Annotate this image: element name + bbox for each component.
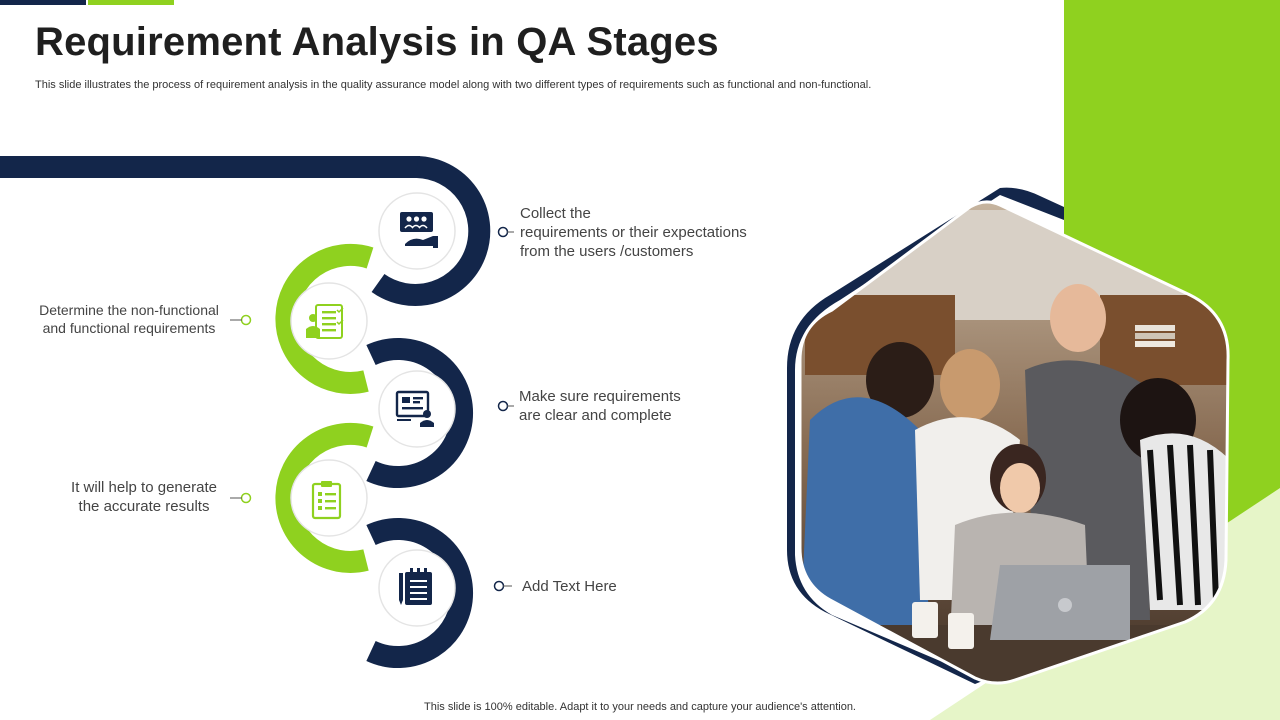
step-1-text: Collect the requirements or their expect… bbox=[520, 204, 747, 261]
slide-title: Requirement Analysis in QA Stages bbox=[35, 20, 719, 64]
slide-footer: This slide is 100% editable. Adapt it to… bbox=[424, 701, 856, 713]
clipboard-list-icon bbox=[311, 481, 342, 520]
users-in-hand-icon bbox=[400, 212, 438, 248]
step-5-connector bbox=[493, 580, 512, 592]
step-2-connector bbox=[230, 314, 252, 326]
step-3-line-1: Make sure requirements bbox=[519, 388, 681, 405]
notepad-pencil-icon bbox=[399, 568, 432, 605]
hexagon-white-border bbox=[798, 200, 1230, 685]
step-3-line-2: are clear and complete bbox=[519, 407, 672, 424]
team-photo bbox=[800, 201, 1229, 684]
step-1-ring bbox=[371, 156, 491, 306]
step-2-node bbox=[290, 282, 368, 360]
slide-subtitle: This slide illustrates the process of re… bbox=[35, 79, 872, 91]
step-1-line-1: Collect the bbox=[520, 205, 591, 222]
step-1-line-3: from the users /customers bbox=[520, 243, 694, 260]
step-1-line-2: requirements or their expectations bbox=[520, 224, 747, 241]
flow-lead-bar bbox=[0, 156, 420, 178]
top-accent-navy bbox=[0, 0, 86, 5]
step-3-text: Make sure requirements are clear and com… bbox=[519, 387, 681, 425]
step-2-line-1: Determine the non-functional bbox=[39, 302, 219, 318]
step-1-connector bbox=[497, 226, 514, 238]
checklist-person-icon bbox=[306, 304, 344, 339]
step-3-ring bbox=[366, 338, 473, 488]
top-accent-green bbox=[88, 0, 174, 5]
step-3-connector bbox=[497, 400, 514, 412]
presentation-board-icon bbox=[395, 390, 434, 427]
step-4-connector bbox=[230, 492, 252, 504]
step-4-node bbox=[290, 459, 368, 537]
step-2-ring bbox=[275, 243, 374, 394]
step-4-ring bbox=[275, 422, 374, 573]
step-4-line-1: It will help to generate bbox=[71, 479, 217, 496]
step-5-text: Add Text Here bbox=[522, 577, 617, 596]
step-2-line-2: and functional requirements bbox=[42, 320, 216, 336]
step-2-text: Determine the non-functional and functio… bbox=[28, 301, 230, 337]
step-4-line-2: the accurate results bbox=[78, 498, 210, 515]
step-5-ring bbox=[366, 518, 473, 668]
step-5-line-1: Add Text Here bbox=[522, 578, 617, 595]
step-4-text: It will help to generate the accurate re… bbox=[58, 478, 230, 516]
